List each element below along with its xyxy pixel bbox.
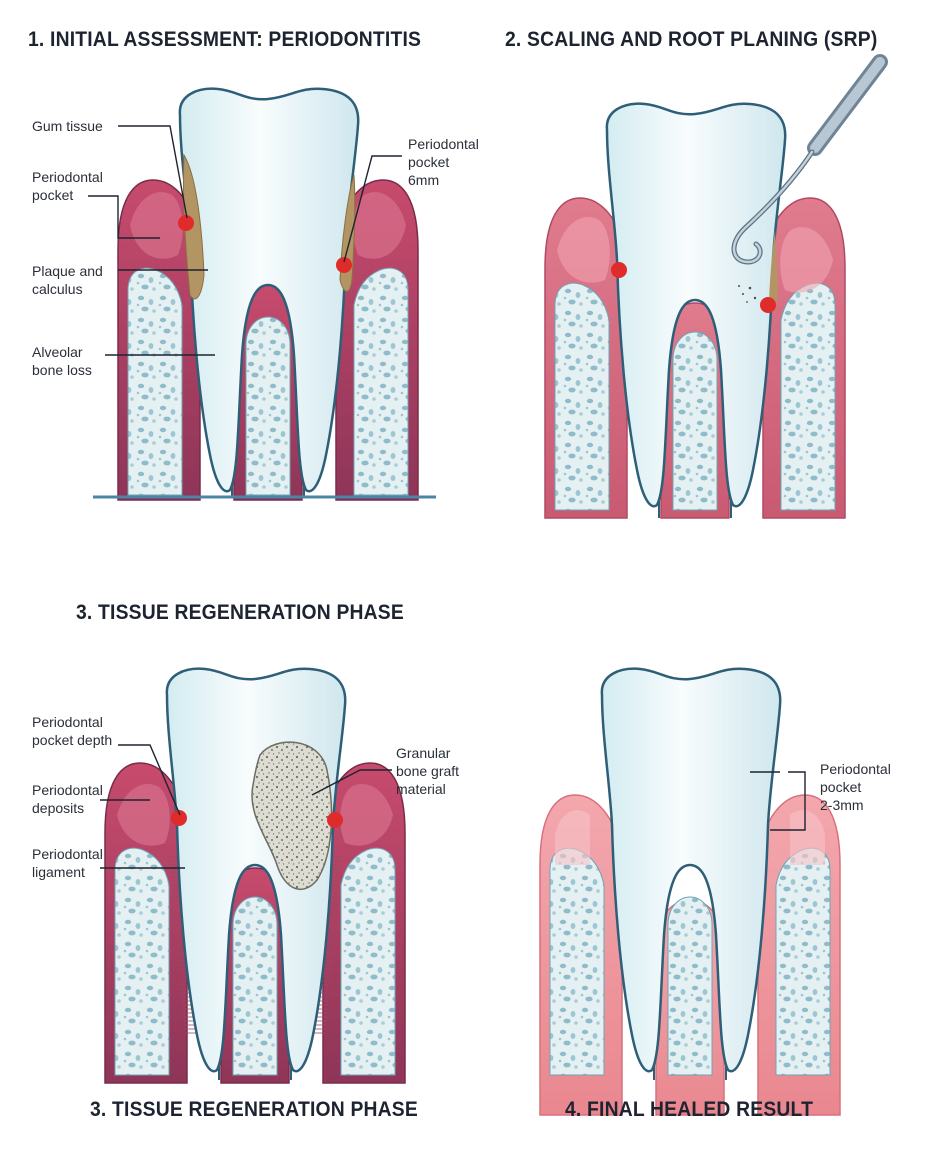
panel-4-title: 4. FINAL HEALED RESULT [565,1098,814,1121]
marker-dot [327,812,343,828]
label-pocket-2-3mm: Periodontal pocket 2-3mm [820,761,891,813]
panel-3-title: 3. TISSUE REGENERATION PHASE [76,601,404,624]
label-plaque-calculus: Plaque and calculus [32,263,103,297]
marker-dot [171,810,187,826]
marker-dot [178,215,194,231]
label-pocket-6mm: Periodontal pocket 6mm [408,136,479,188]
label-periodontal-pocket: Periodontal pocket [32,169,103,203]
panel-3-illustration [104,667,406,1084]
panel-1-illustration [93,87,436,501]
label-alveolar-bone-loss: Alveolar bone loss [32,344,92,378]
label-bone-graft: Granular bone graft material [396,745,460,797]
panel-3-leaders [100,744,392,869]
marker-dot [760,297,776,313]
panel-2-title: 2. SCALING AND ROOT PLANING (SRP) [505,28,878,51]
panel-3-subtitle: 3. TISSUE REGENERATION PHASE [90,1098,418,1121]
panel-4-leaders [750,771,806,831]
panel-2-illustration [544,102,846,519]
panel-1-leaders [88,125,402,356]
bone-graft [251,741,333,890]
periodontal-curette-icon [731,54,888,265]
label-gum-tissue: Gum tissue [32,118,103,134]
label-periodontal-ligament: Periodontal ligament [32,846,103,880]
panel-1-title: 1. INITIAL ASSESSMENT: PERIODONTITIS [28,28,422,51]
panel-4-illustration [539,667,841,1116]
label-periodontal-deposits: Periodontal deposits [32,782,103,816]
marker-dot [336,257,352,273]
label-pocket-depth: Periodontal pocket depth [32,714,113,748]
marker-dot [611,262,627,278]
